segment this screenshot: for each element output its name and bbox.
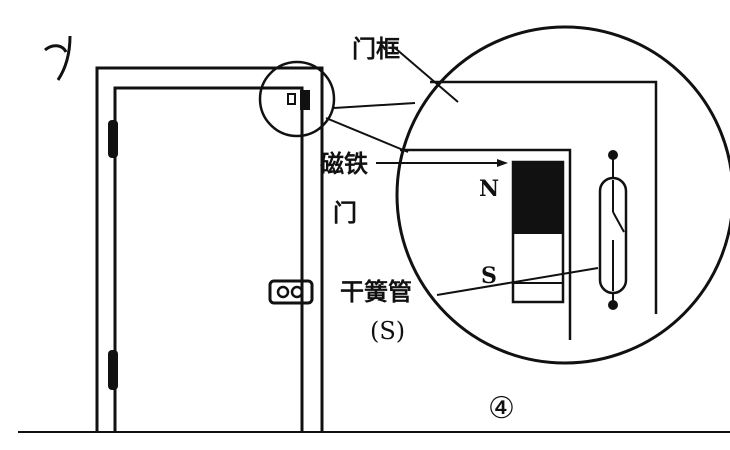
zoom-connector-lines xyxy=(325,102,416,153)
label-reed-switch-symbol: (S) xyxy=(370,317,405,345)
door-hinge-top xyxy=(108,120,118,158)
scribble-mark xyxy=(44,35,72,81)
label-magnet: 磁铁 xyxy=(320,149,368,178)
zoom-circle-small xyxy=(258,60,336,138)
door-frame-outline xyxy=(95,66,324,432)
label-pole-s: S xyxy=(481,263,497,289)
leader-lines xyxy=(376,47,599,296)
door-hinge-bottom xyxy=(108,350,118,390)
label-door-frame: 门框 xyxy=(352,34,400,63)
label-door: 门 xyxy=(333,198,357,227)
magnet-block xyxy=(511,160,565,304)
figure-number: ④ xyxy=(488,391,515,426)
reed-switch-tube xyxy=(598,150,628,310)
label-pole-n: N xyxy=(479,176,499,202)
label-reed-switch: 干簧管 xyxy=(340,277,412,306)
door-lock xyxy=(268,279,314,305)
zoom-circle-large xyxy=(395,25,730,365)
